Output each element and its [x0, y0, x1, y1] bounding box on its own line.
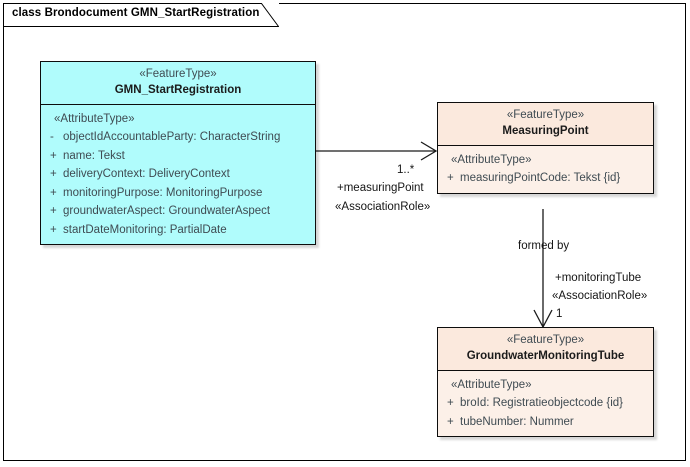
class-stereotype: «FeatureType» [139, 68, 217, 80]
attribute-visibility: + [447, 172, 454, 184]
class-header: «FeatureType» GroundwaterMonitoringTube [438, 328, 653, 371]
open-arrowhead-right-icon [420, 141, 438, 161]
uml-class-gmn-startregistration[interactable]: «FeatureType» GMN_StartRegistration «Att… [40, 61, 316, 245]
attribute-row[interactable]: + deliveryContext: DeliveryContext [41, 165, 311, 184]
attribute-visibility: + [447, 415, 454, 428]
attribute-row[interactable]: + groundwaterAspect: GroundwaterAspect [41, 202, 311, 221]
attribute-text: broId: Registratieobjectcode {id} [460, 397, 624, 409]
attribute-row[interactable]: + startDateMonitoring: PartialDate [41, 221, 311, 240]
attribute-visibility: + [50, 149, 57, 162]
association-role-monitoringtube: +monitoringTube [555, 272, 642, 284]
attribute-row[interactable]: + measuringPointCode: Tekst {id} [438, 169, 649, 188]
association-multiplicity-measuringpoint: 1..* [397, 164, 415, 176]
association-stereotype-measuringpoint: «AssociationRole» [335, 201, 431, 213]
attribute-text: monitoringPurpose: MonitoringPurpose [63, 186, 263, 199]
attribute-text: measuringPointCode: Tekst {id} [460, 172, 621, 184]
association-stereotype-monitoringtube: «AssociationRole» [552, 290, 648, 302]
association-multiplicity-monitoringtube: 1 [556, 308, 563, 320]
association-name-formed-by: formed by [518, 240, 570, 252]
association-gmn-to-measuringpoint [313, 141, 438, 161]
attribute-text: startDateMonitoring: PartialDate [63, 223, 227, 236]
attribute-text: objectIdAccountableParty: CharacterStrin… [63, 131, 281, 143]
diagram-frame: «FeatureType» GMN_StartRegistration «Att… [3, 3, 686, 461]
association-measuringpoint-to-tube [533, 209, 553, 329]
open-arrowhead-down-icon [533, 309, 553, 329]
class-header: «FeatureType» GMN_StartRegistration [41, 62, 315, 105]
class-name: GroundwaterMonitoringTube [466, 350, 625, 362]
attribute-visibility: + [50, 168, 57, 180]
attribute-text: deliveryContext: DeliveryContext [63, 168, 230, 180]
class-stereotype: «FeatureType» [506, 334, 585, 346]
diagram-title-tab: class Brondocument GMN_StartRegistration [3, 3, 279, 27]
diagram-title: class Brondocument GMN_StartRegistration [12, 7, 260, 19]
class-header: «FeatureType» MeasuringPoint [438, 103, 653, 146]
tab-shape-icon [3, 3, 279, 27]
attribute-visibility: - [50, 131, 54, 143]
attribute-row[interactable]: + monitoringPurpose: MonitoringPurpose [41, 184, 311, 203]
attribute-stereotype: «AttributeType» [54, 113, 135, 125]
attribute-text: name: Tekst [63, 149, 125, 162]
attribute-stereotype: «AttributeType» [451, 379, 532, 391]
attribute-visibility: + [50, 205, 57, 217]
class-attribute-compartment: «AttributeType» - objectIdAccountablePar… [41, 105, 315, 244]
attribute-row[interactable]: + name: Tekst [41, 147, 311, 166]
class-name: GMN_StartRegistration [114, 84, 242, 96]
attribute-row[interactable]: - objectIdAccountableParty: CharacterStr… [41, 128, 311, 147]
attribute-stereotype: «AttributeType» [451, 154, 532, 166]
class-attribute-compartment: «AttributeType» + broId: Registratieobje… [438, 371, 653, 436]
attribute-visibility: + [50, 223, 57, 236]
attribute-row[interactable]: + broId: Registratieobjectcode {id} [438, 394, 649, 413]
attribute-text: tubeNumber: Nummer [460, 415, 574, 428]
attribute-text: groundwaterAspect: GroundwaterAspect [63, 205, 271, 217]
class-name: MeasuringPoint [502, 125, 589, 137]
class-stereotype: «FeatureType» [506, 109, 585, 121]
attribute-visibility: + [50, 186, 57, 199]
attribute-row[interactable]: + tubeNumber: Nummer [438, 413, 649, 432]
class-attribute-compartment: «AttributeType» + measuringPointCode: Te… [438, 146, 653, 193]
attribute-visibility: + [447, 397, 454, 409]
uml-class-groundwatermonitoringtube[interactable]: «FeatureType» GroundwaterMonitoringTube … [437, 327, 654, 437]
uml-class-measuringpoint[interactable]: «FeatureType» MeasuringPoint «AttributeT… [437, 102, 654, 194]
association-role-measuringpoint: +measuringPoint [337, 182, 424, 194]
